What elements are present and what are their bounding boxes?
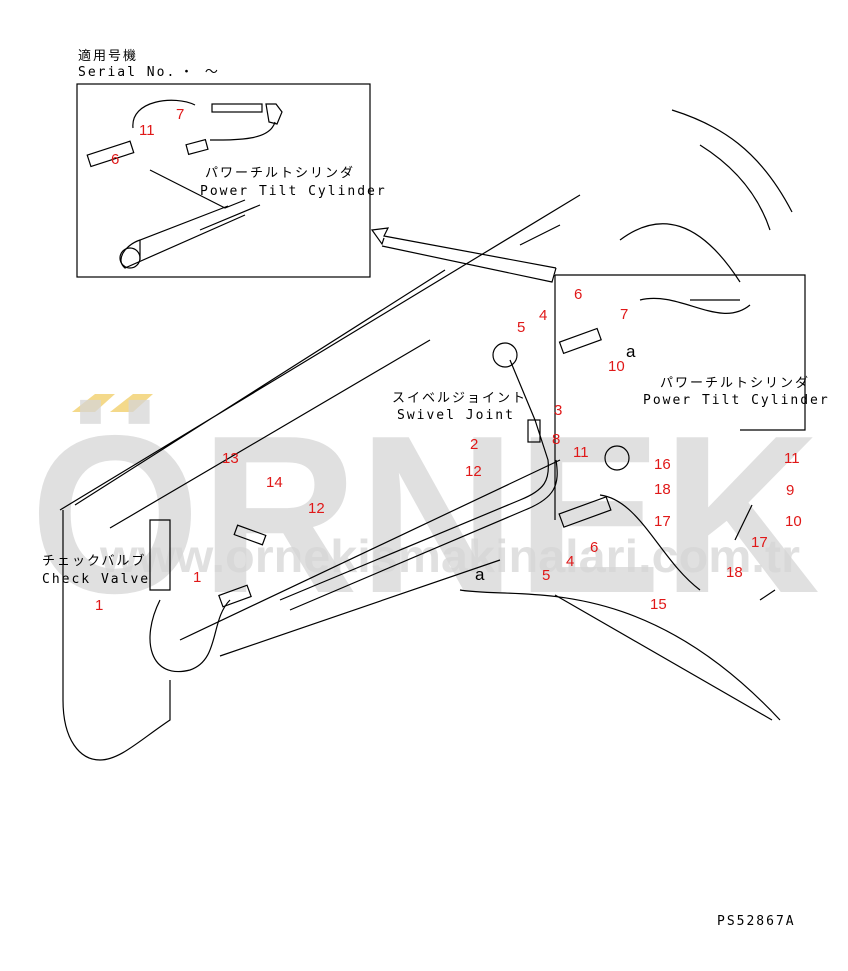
watermark: ÖRNEK www.ornekismakinalari.com.tr xyxy=(30,388,820,640)
callout: 18 xyxy=(726,564,743,581)
callout: 14 xyxy=(266,474,283,491)
serial-label: Serial No. xyxy=(78,65,176,80)
callout: 4 xyxy=(539,307,547,324)
watermark-accent-icon xyxy=(110,394,153,412)
callout: 6 xyxy=(590,539,598,556)
check-valve-label-en: Check Valve xyxy=(42,572,150,587)
callout: 16 xyxy=(654,456,671,473)
callout: 17 xyxy=(751,534,768,551)
callout: 1 xyxy=(193,569,201,586)
marker-a: a xyxy=(475,565,485,584)
callout: 6 xyxy=(574,286,582,303)
callout: 2 xyxy=(470,436,478,453)
check-valve-label-jp: チェックバルブ xyxy=(42,553,146,569)
callout: 10 xyxy=(608,358,625,375)
callout-7: 7 xyxy=(176,106,184,123)
callout: 1 xyxy=(95,597,103,614)
watermark-brand: ÖRNEK xyxy=(30,388,820,640)
callout: 3 xyxy=(554,402,562,419)
arrow-icon xyxy=(370,227,557,269)
callout: 5 xyxy=(542,567,550,584)
watermark-url: www.ornekismakinalari.com.tr xyxy=(99,530,800,582)
callout: 9 xyxy=(786,482,794,499)
swivel-joint-label-jp: スイベルジョイント xyxy=(392,391,527,406)
callout: 11 xyxy=(573,444,589,461)
callout: 7 xyxy=(620,306,628,323)
callout: 12 xyxy=(465,463,482,480)
inset-detail: 7 11 6 パワーチルトシリンダ Power Tilt Cylinder xyxy=(76,83,387,278)
callout: 12 xyxy=(308,500,325,517)
callouts: 6 5 4 7 10 3 8 2 11 16 18 12 13 14 12 17… xyxy=(95,286,802,614)
applicable-label-jp: 適用号機 xyxy=(78,48,138,64)
callout: 10 xyxy=(785,513,802,530)
swivel-joint-label-en: Swivel Joint xyxy=(397,408,515,423)
serial-range: ・ 〜 xyxy=(180,65,220,80)
callout-6: 6 xyxy=(111,151,119,168)
callout: 4 xyxy=(566,553,574,570)
callout: 15 xyxy=(650,596,667,613)
callout: 5 xyxy=(517,319,525,336)
callout: 17 xyxy=(654,513,671,530)
callout: 13 xyxy=(222,450,239,467)
drawing-number: PS52867A xyxy=(717,914,796,929)
power-tilt-label-jp: パワーチルトシリンダ xyxy=(660,376,810,391)
callout: 18 xyxy=(654,481,671,498)
callout-11: 11 xyxy=(139,122,155,139)
power-tilt-label-en: Power Tilt Cylinder xyxy=(643,393,830,408)
inset-power-tilt-en: Power Tilt Cylinder xyxy=(200,184,387,199)
machine-outline xyxy=(59,109,806,761)
callout: 11 xyxy=(784,450,800,467)
marker-a: a xyxy=(626,342,636,361)
inset-power-tilt-jp: パワーチルトシリンダ xyxy=(205,166,355,181)
callout: 8 xyxy=(552,431,560,448)
watermark-accent-icon xyxy=(72,394,115,412)
